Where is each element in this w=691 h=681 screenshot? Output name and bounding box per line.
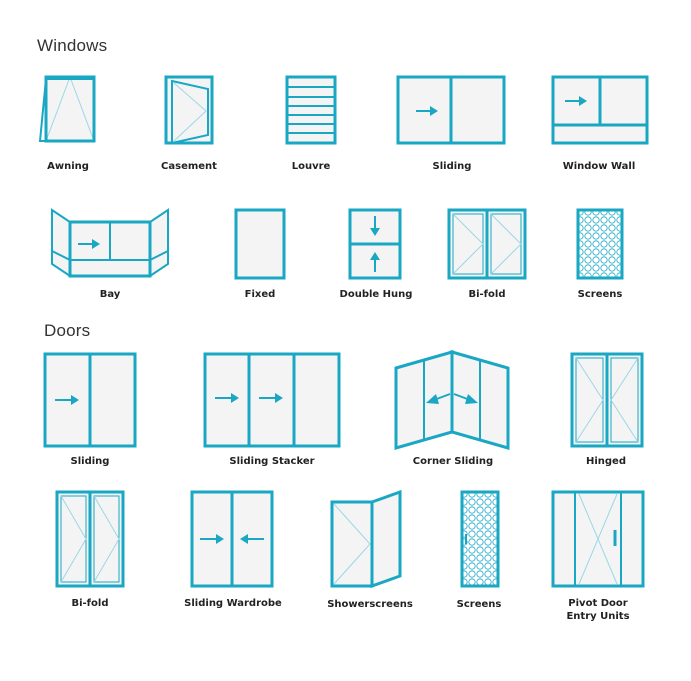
screens-window-label: Screens [577,289,623,300]
bifold-door-label: Bi-fold [71,598,109,609]
louvre-label: Louvre [291,161,331,172]
casement-label: Casement [161,161,217,172]
screens-door-icon [460,490,500,588]
hinged-label: Hinged [585,456,626,467]
sliding-wardrobe-label: Sliding Wardrobe [184,598,282,609]
screens-door-label: Screens [456,599,502,610]
casement-window-icon [164,75,214,145]
sliding-door-icon [43,352,137,448]
screens-window-icon [576,208,624,280]
sliding-door-label: Sliding [70,456,110,467]
showerscreens-label: Showerscreens [327,599,413,610]
sliding-wardrobe-icon [190,490,274,588]
window-wall-icon [551,75,649,145]
doors-section-title: Doors [44,321,91,340]
sliding-stacker-icon [203,352,341,448]
awning-label: Awning [47,161,89,172]
bay-label: Bay [99,289,121,300]
awning-window-icon [38,75,96,143]
fixed-label: Fixed [244,289,276,300]
windows-section-title: Windows [37,36,108,55]
hinged-door-icon [570,352,644,448]
corner-sliding-label: Corner Sliding [412,456,494,467]
bay-window-icon [51,208,169,278]
pivot-door-icon [551,490,645,588]
sliding-stacker-label: Sliding Stacker [229,456,315,467]
corner-sliding-icon [394,350,510,450]
bifold-door-icon [55,490,125,588]
double-hung-window-icon [348,208,402,280]
bifold-window-icon [447,208,527,280]
window-wall-label: Window Wall [562,161,636,172]
bifold-window-label: Bi-fold [468,289,506,300]
showerscreens-icon [330,489,402,589]
pivot-door-label: Pivot Door Entry Units [566,598,630,622]
double-hung-label: Double Hung [339,289,413,300]
sliding-window-label: Sliding [432,161,472,172]
fixed-window-icon [234,208,286,280]
louvre-window-icon [285,75,337,145]
sliding-window-icon [396,75,506,145]
